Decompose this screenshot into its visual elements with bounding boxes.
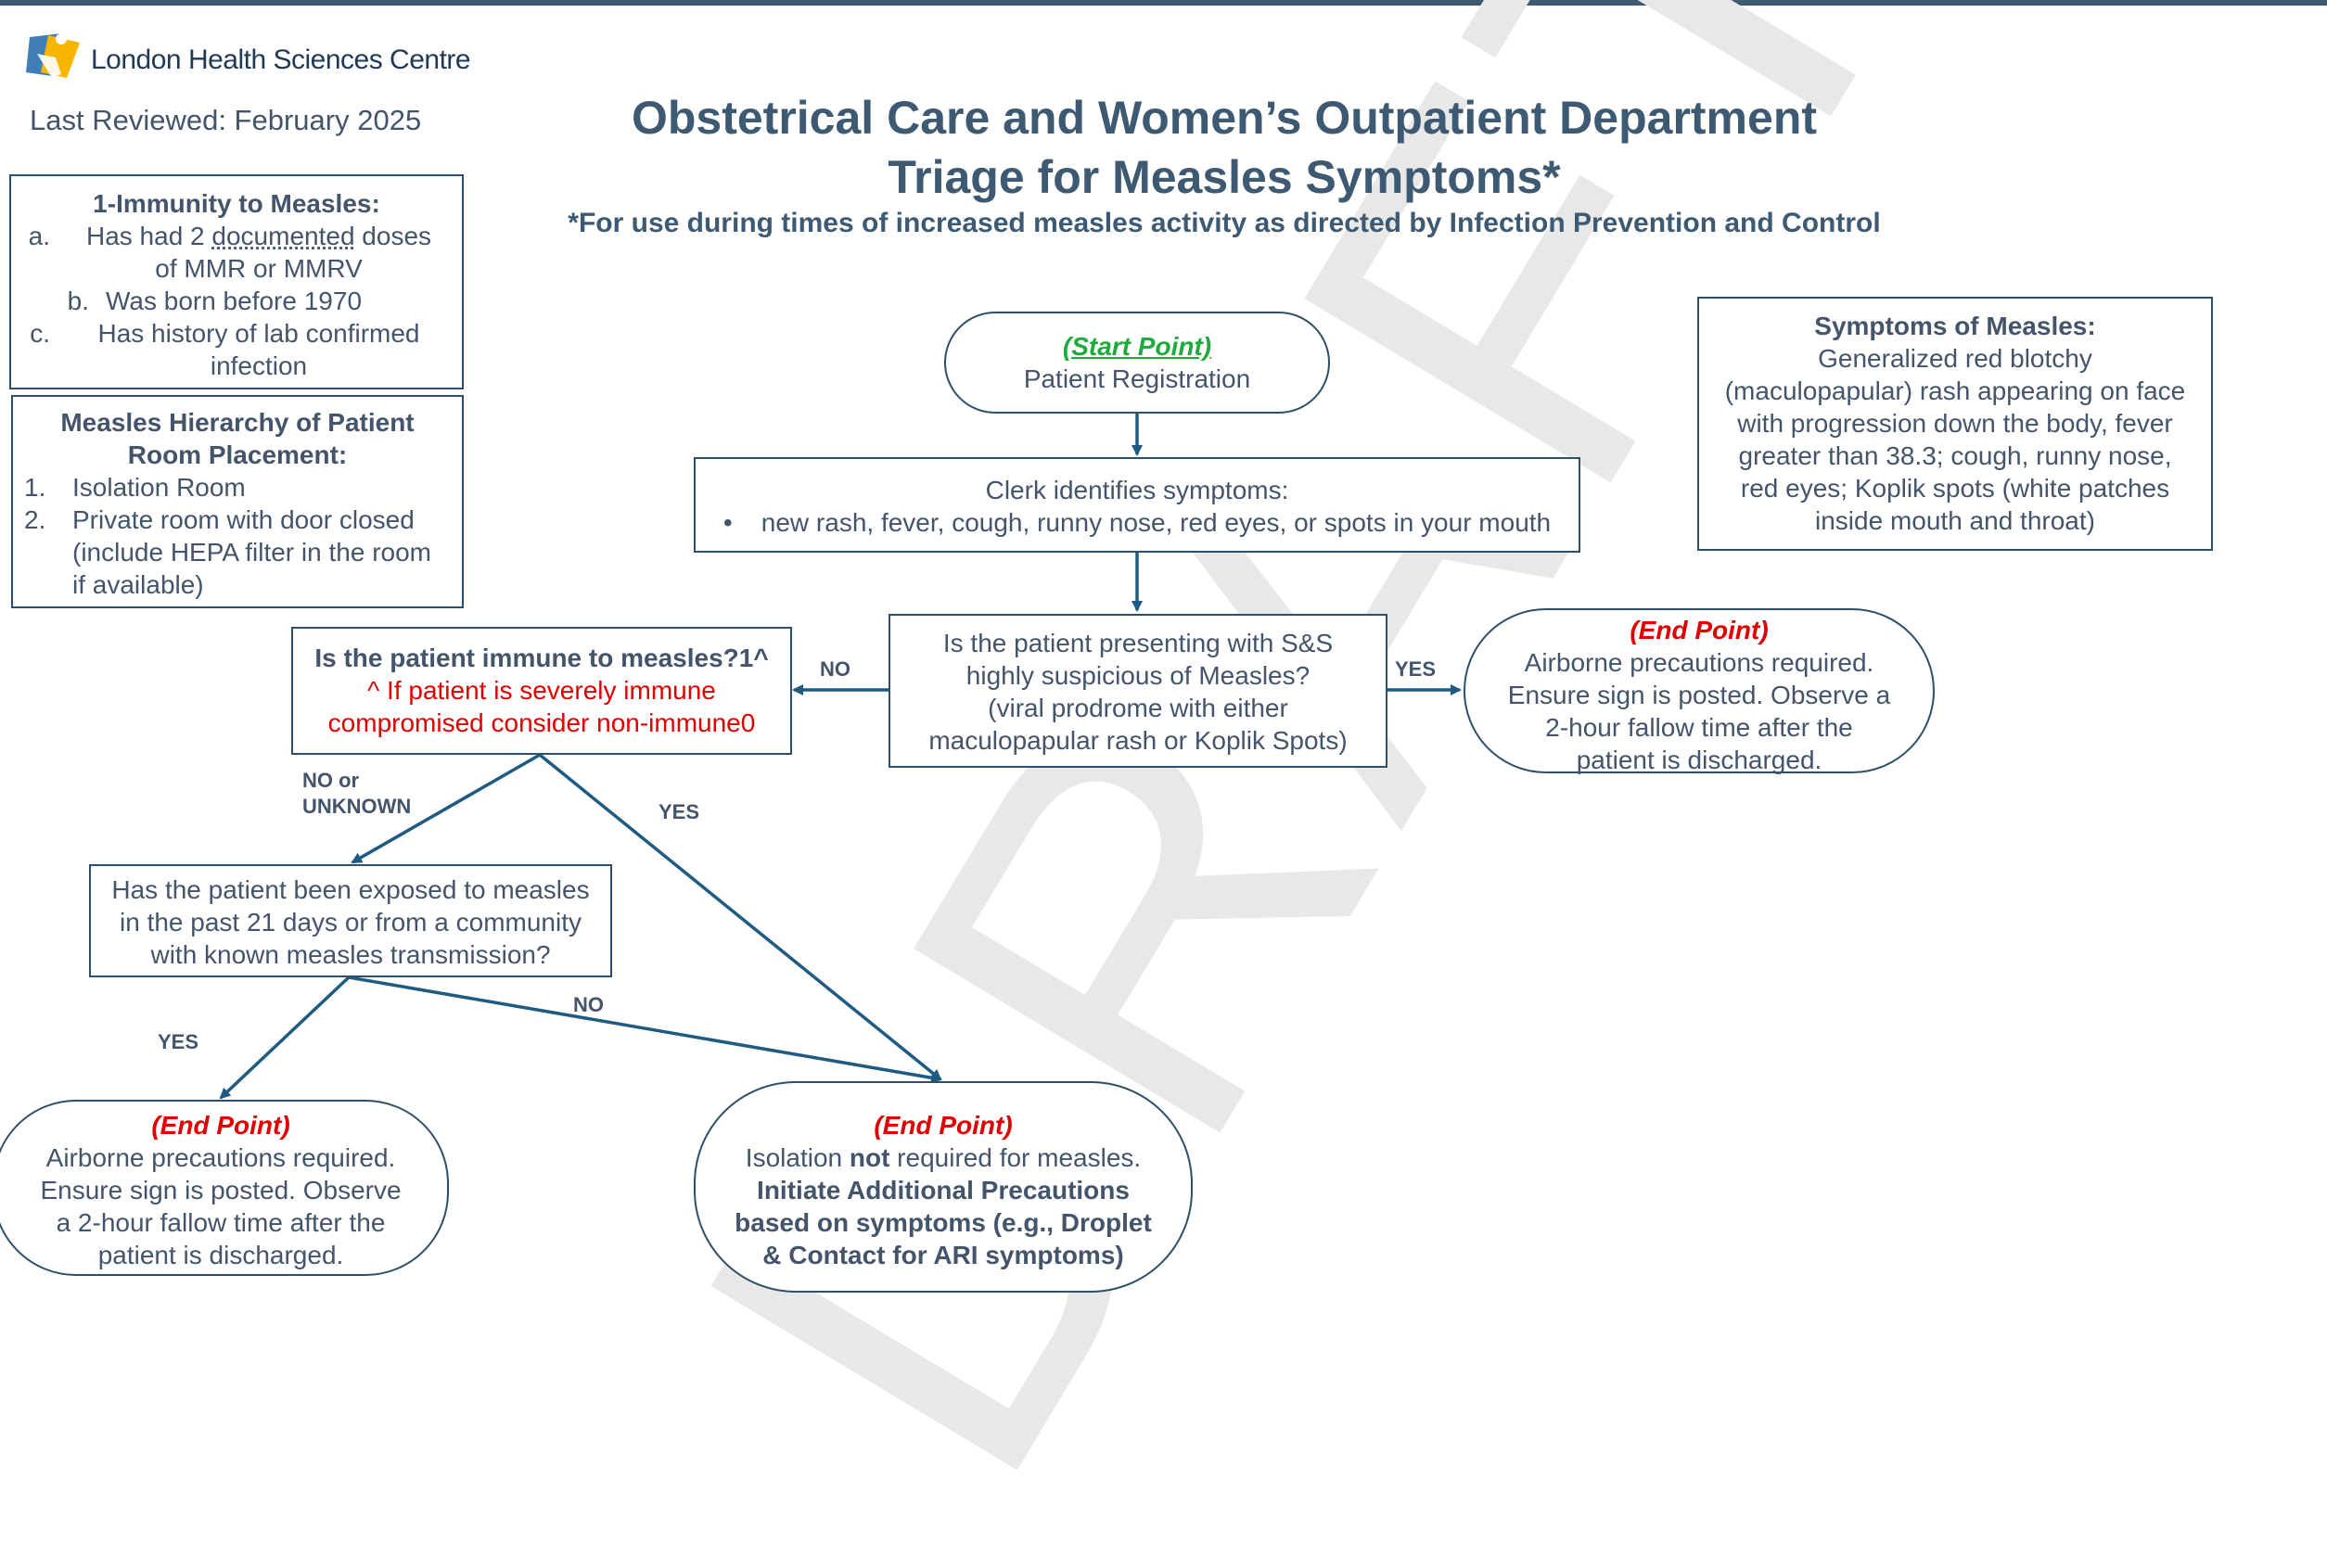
immune-question: Is the patient immune to measles?1^	[293, 642, 790, 674]
edge-label-no: NO	[820, 657, 850, 682]
arrow-exposed-yes	[221, 977, 349, 1098]
immunity-title: 1-Immunity to Measles:	[22, 187, 451, 220]
end-point-tag: (End Point)	[0, 1109, 447, 1141]
page-title-line1: Obstetrical Care and Women’s Outpatient …	[519, 91, 1929, 145]
room-placement-title-1: Measles Hierarchy of Patient	[24, 406, 451, 439]
immunity-box: 1-Immunity to Measles: a. Has had 2 docu…	[9, 174, 464, 389]
org-name: London Health Sciences Centre	[91, 45, 470, 76]
immune-decision-node: Is the patient immune to measles?1^ ^ If…	[291, 627, 792, 755]
edge-label-yes: YES	[1395, 657, 1436, 682]
edge-label-no-exposed: NO	[573, 992, 604, 1018]
edge-label-yes-immune: YES	[658, 799, 699, 825]
start-point-tag: (Start Point)	[946, 330, 1328, 363]
page-subtitle: *For use during times of increased measl…	[519, 208, 1929, 239]
edge-label-no-or-unknown-1: NO or	[302, 768, 359, 794]
end-point-tag: (End Point)	[1465, 614, 1933, 646]
end-point-tag: (End Point)	[696, 1109, 1191, 1141]
room-placement-item-1: 1. Isolation Room	[24, 471, 451, 504]
bullet: •	[723, 508, 733, 537]
clerk-line1: Clerk identifies symptoms:	[696, 474, 1579, 506]
immunity-item-c: c. Has history of lab confirmed infectio…	[22, 317, 451, 382]
symptoms-box: Symptoms of Measles: Generalized red blo…	[1697, 297, 2213, 551]
symptoms-title: Symptoms of Measles:	[1707, 310, 2204, 342]
end-node-airborne-left: (End Point) Airborne precautions require…	[0, 1100, 449, 1276]
arrow-exposed-no	[349, 977, 940, 1079]
room-placement-box: Measles Hierarchy of Patient Room Placem…	[11, 395, 464, 608]
end-node-airborne-right: (End Point) Airborne precautions require…	[1464, 608, 1935, 773]
edge-label-no-or-unknown-2: UNKNOWN	[302, 794, 411, 820]
exposed-decision-node: Has the patient been exposed to measles …	[89, 864, 612, 977]
room-placement-item-2: 2. Private room with door closed (includ…	[24, 504, 451, 601]
clerk-node: Clerk identifies symptoms: • new rash, f…	[694, 457, 1580, 553]
lhsc-logo-icon	[24, 30, 85, 80]
suspicious-decision-node: Is the patient presenting with S&S highl…	[889, 614, 1387, 768]
room-placement-title-2: Room Placement:	[24, 439, 451, 471]
last-reviewed: Last Reviewed: February 2025	[30, 104, 421, 137]
start-node: (Start Point) Patient Registration	[944, 312, 1330, 414]
clerk-line2: new rash, fever, cough, runny nose, red …	[761, 508, 1551, 537]
edge-label-yes-exposed: YES	[158, 1029, 198, 1055]
page-title-line2: Triage for Measles Symptoms*	[519, 150, 1929, 204]
end-node-isolation: (End Point) Isolation not required for m…	[694, 1081, 1193, 1293]
immunity-item-a: a. Has had 2 documented doses of MMR or …	[22, 220, 451, 285]
immunity-item-b: b. Was born before 1970	[22, 285, 451, 317]
start-node-text: Patient Registration	[946, 363, 1328, 395]
